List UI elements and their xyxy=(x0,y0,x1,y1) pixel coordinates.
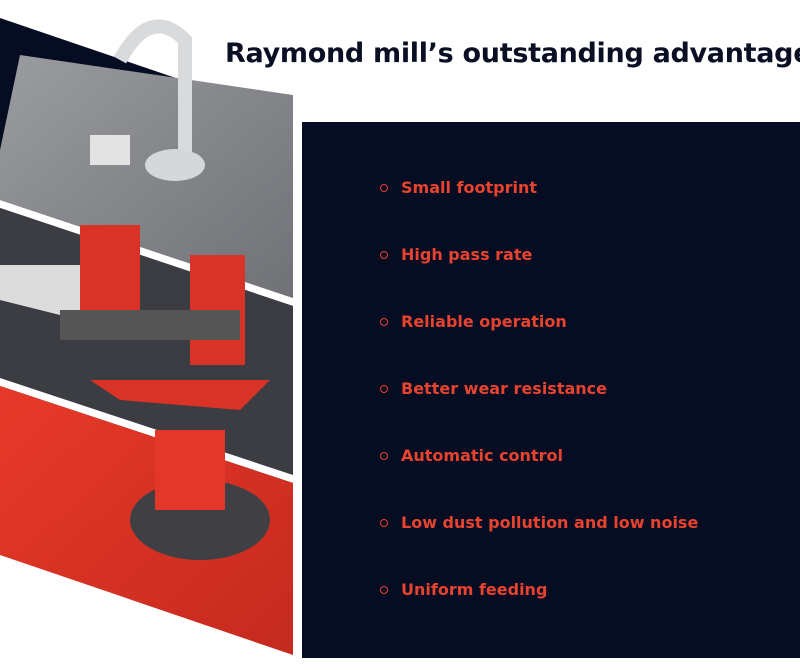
bullet-circle-icon xyxy=(380,251,388,259)
list-item: Better wear resistance xyxy=(380,379,698,446)
roller-shaft xyxy=(155,430,225,510)
raymond-mill-illustration xyxy=(0,18,293,655)
mill-body xyxy=(145,149,205,181)
bullet-circle-icon xyxy=(380,519,388,527)
plant-layout-panel xyxy=(0,55,293,298)
advantages-panel: Small footprint High pass rate Reliable … xyxy=(302,122,800,658)
advantage-text: High pass rate xyxy=(401,245,533,264)
bullet-circle-icon xyxy=(380,586,388,594)
cyclone-duct xyxy=(113,19,192,160)
advantage-text: Low dust pollution and low noise xyxy=(401,513,699,532)
page-title: Raymond mill’s outstanding advantages xyxy=(225,38,800,69)
bullet-circle-icon xyxy=(380,184,388,192)
list-item: Small footprint xyxy=(380,178,698,245)
list-item: Low dust pollution and low noise xyxy=(380,513,698,580)
feed-chute xyxy=(0,265,80,320)
advantages-list: Small footprint High pass rate Reliable … xyxy=(380,178,698,647)
advantage-text: Uniform feeding xyxy=(401,580,548,599)
bullet-circle-icon xyxy=(380,452,388,460)
advantage-text: Better wear resistance xyxy=(401,379,607,398)
list-item: High pass rate xyxy=(380,245,698,312)
advantage-text: Automatic control xyxy=(401,446,563,465)
list-item: Automatic control xyxy=(380,446,698,513)
bullet-circle-icon xyxy=(380,385,388,393)
advantage-text: Small footprint xyxy=(401,178,537,197)
grinding-ring xyxy=(60,310,240,340)
hopper xyxy=(90,135,130,165)
bullet-circle-icon xyxy=(380,318,388,326)
advantage-text: Reliable operation xyxy=(401,312,567,331)
base-plate xyxy=(90,380,270,410)
list-item: Uniform feeding xyxy=(380,580,698,647)
list-item: Reliable operation xyxy=(380,312,698,379)
